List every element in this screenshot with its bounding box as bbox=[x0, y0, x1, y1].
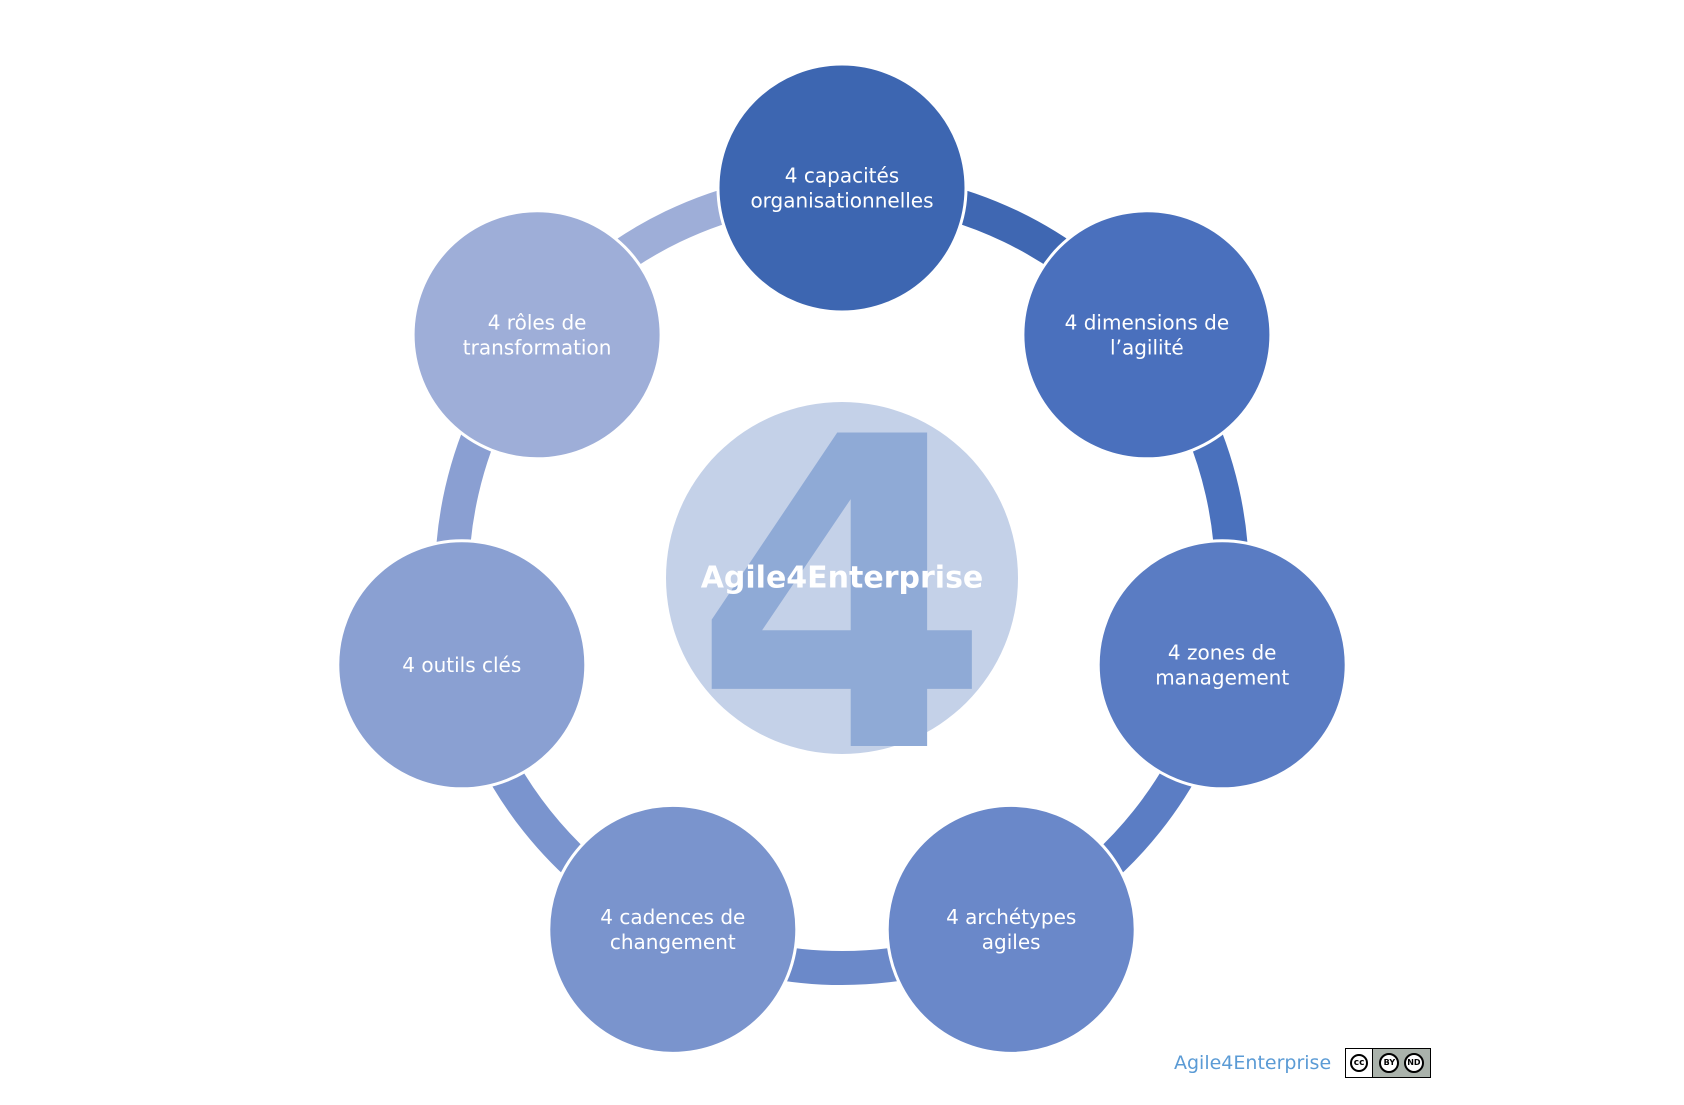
cycle-node-circle bbox=[716, 62, 968, 314]
cycle-node-circle bbox=[336, 539, 588, 791]
cycle-node-label: 4 cadences de bbox=[600, 905, 745, 929]
cycle-node-label: transformation bbox=[463, 335, 612, 359]
cycle-node-circle bbox=[1096, 539, 1348, 791]
nd-no-derivatives-icon: ND bbox=[1403, 1053, 1424, 1073]
hub-title: Agile4Enterprise bbox=[701, 561, 984, 596]
cycle-node-circle bbox=[411, 209, 663, 461]
footer-brand: Agile4Enterprise bbox=[1174, 1052, 1332, 1074]
hub-circle bbox=[666, 402, 1018, 754]
cycle-node-label: organisationnelles bbox=[750, 189, 933, 213]
cycle-node: 4 dimensions del’agilité bbox=[1021, 209, 1273, 461]
hub: 4 Agile4Enterprise bbox=[666, 348, 1018, 848]
cycle-node-label: 4 zones de bbox=[1168, 640, 1277, 664]
cc-logo-icon: cc bbox=[1346, 1049, 1374, 1077]
hub-watermark-four: 4 bbox=[692, 348, 991, 848]
license-terms: BY ND bbox=[1373, 1049, 1430, 1077]
cycle-node-circle bbox=[885, 803, 1137, 1055]
cycle-node-label: management bbox=[1155, 665, 1289, 689]
cycle-node-label: 4 capacités bbox=[785, 164, 899, 188]
cycle-node-circle bbox=[547, 803, 799, 1055]
cycle-node: 4 outils clés bbox=[336, 539, 588, 791]
cc-by-nd-license-icon: cc BY ND bbox=[1345, 1048, 1432, 1078]
footer: Agile4Enterprise cc BY ND bbox=[1174, 1047, 1432, 1079]
cycle-node-label: 4 outils clés bbox=[402, 653, 521, 677]
cycle-node-label: 4 rôles de bbox=[488, 310, 587, 334]
cycle-node-label: agiles bbox=[982, 930, 1041, 954]
cycle-node-label: changement bbox=[610, 930, 736, 954]
cycle-node-label: 4 archétypes bbox=[946, 905, 1076, 929]
by-attribution-icon: BY bbox=[1379, 1053, 1400, 1073]
cycle-node-label: l’agilité bbox=[1110, 335, 1184, 359]
cycle-node-label: 4 dimensions de bbox=[1065, 310, 1229, 334]
cc-mark: cc bbox=[1350, 1054, 1369, 1072]
cycle-node-circle bbox=[1021, 209, 1273, 461]
